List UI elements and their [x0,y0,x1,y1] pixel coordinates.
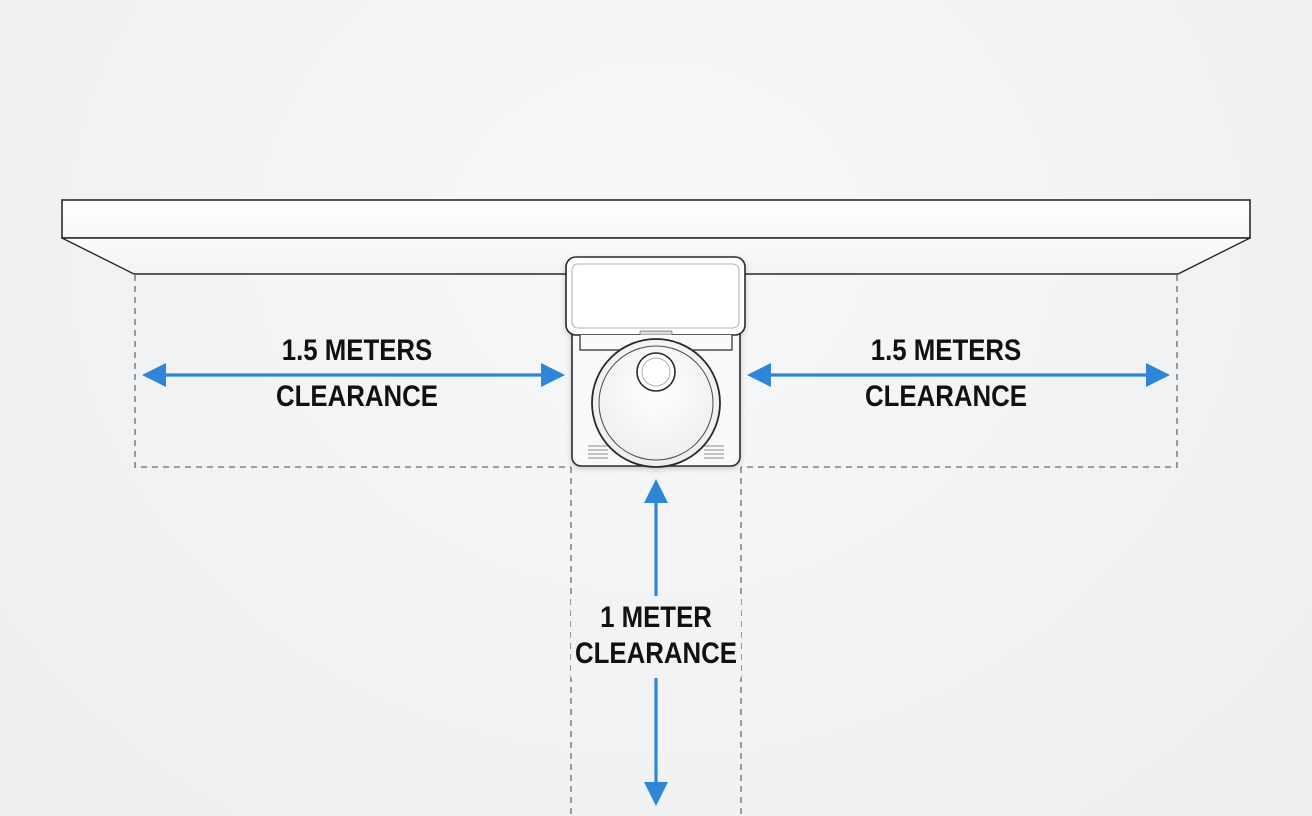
right-clearance-word: CLEARANCE [865,380,1027,413]
dock-tower-inner [571,263,740,329]
bottom-clearance-word: CLEARANCE [575,637,737,670]
clearance-zones [134,275,1178,816]
left-clearance-word: CLEARANCE [276,380,438,413]
robot-dock-station [565,256,746,468]
left-arrow [142,363,565,387]
right-clearance-distance: 1.5 METERS [870,334,1022,367]
bottom-label-background [571,596,741,678]
clearance-arrows [142,363,1170,806]
left-clearance-label: 1.5 METERS CLEARANCE [228,328,486,420]
bottom-arrow-head-bottom [644,782,668,806]
wall [61,199,1251,275]
wall-front-face [61,237,1251,275]
left-arrow-head-left [142,363,166,387]
bottom-clearance-distance: 1 METER [600,601,712,634]
right-arrow-head-right [1146,363,1170,387]
left-arrow-head-right [541,363,565,387]
right-arrow [747,363,1170,387]
dock-vent-left [588,445,608,459]
wall-top-face [61,199,1251,239]
left-clearance-zone [134,275,571,468]
dock-vent-right [704,445,724,459]
dock-indicator [639,330,673,336]
right-clearance-label: 1.5 METERS CLEARANCE [817,328,1075,420]
dock-tower [565,256,746,336]
robot-vacuum-ring [598,345,714,461]
bottom-arrow-head-top [644,479,668,503]
robot-vacuum-sensor-inner [641,357,671,387]
right-arrow-head-left [747,363,771,387]
left-clearance-distance: 1.5 METERS [281,334,433,367]
robot-vacuum-body [591,338,721,468]
robot-vacuum-sensor [636,352,676,392]
bottom-clearance-label: 1 METER CLEARANCE [553,600,759,672]
right-clearance-zone [741,275,1178,468]
